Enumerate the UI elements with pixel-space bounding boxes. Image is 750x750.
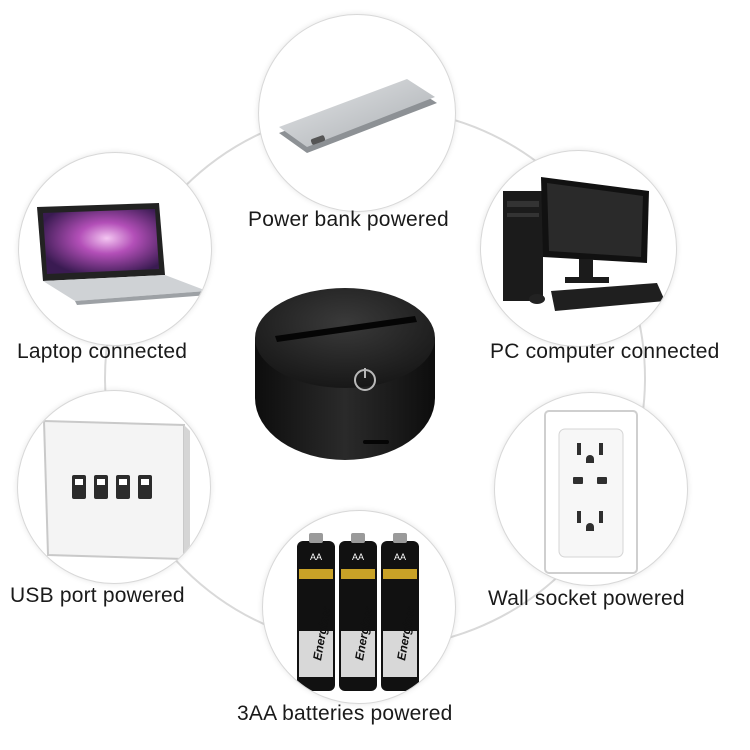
power-bank-label: Power bank powered bbox=[248, 208, 449, 231]
power-bank-icon bbox=[279, 79, 437, 153]
pc-node bbox=[480, 150, 677, 347]
desktop-computer-icon bbox=[503, 177, 665, 311]
usb-label: USB port powered bbox=[10, 584, 185, 607]
aa-battery-icon: AA Energizer AA Energizer AA Energizer bbox=[297, 533, 419, 691]
battery-size-text: AA bbox=[310, 552, 322, 562]
batteries-label: 3AA batteries powered bbox=[237, 702, 453, 725]
wall-socket-node bbox=[494, 392, 688, 586]
laptop-node bbox=[18, 152, 212, 346]
laptop-label: Laptop connected bbox=[17, 340, 188, 363]
usb-node bbox=[17, 390, 211, 584]
wall-socket-label: Wall socket powered bbox=[488, 587, 685, 610]
battery-size-text: AA bbox=[394, 552, 406, 562]
battery-size-text: AA bbox=[352, 552, 364, 562]
pc-label: PC computer connected bbox=[490, 340, 720, 363]
laptop-icon bbox=[37, 203, 209, 305]
wall-socket-icon bbox=[544, 410, 638, 574]
led-lamp-base-icon bbox=[255, 288, 435, 460]
batteries-node: AA Energizer AA Energizer AA Energizer bbox=[262, 510, 456, 704]
power-bank-node bbox=[258, 14, 456, 212]
usb-hub-icon bbox=[42, 419, 190, 563]
